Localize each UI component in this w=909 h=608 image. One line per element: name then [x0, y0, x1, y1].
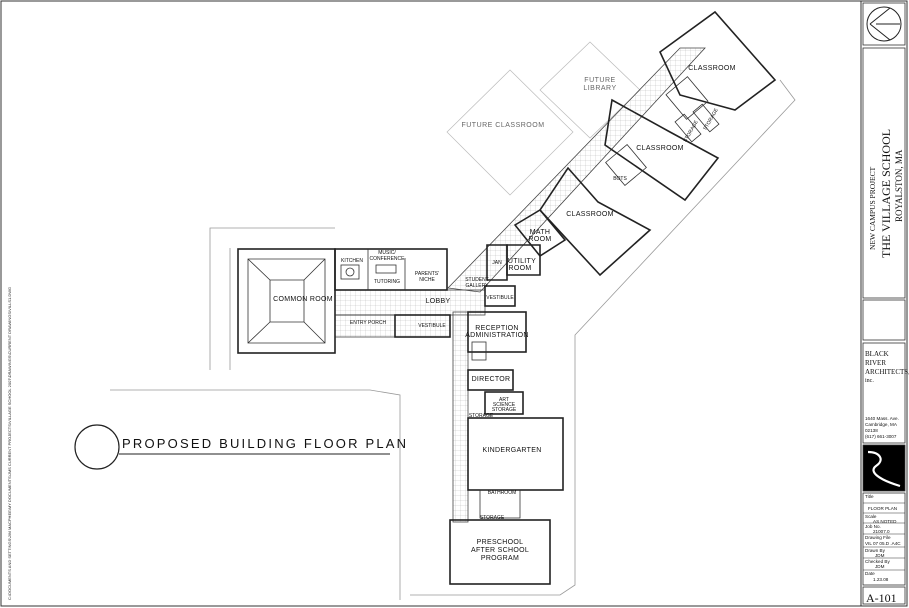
- title-field-label: Title: [865, 494, 874, 499]
- entry-area: [335, 314, 451, 338]
- firm-name-1: BLACK: [865, 350, 889, 358]
- checked-field-value: JDM: [875, 564, 885, 569]
- checked-field-label: Checked By: [865, 559, 890, 564]
- art-label-3: STORAGE: [492, 407, 517, 413]
- vestibule-2-label: VESTIBULE: [486, 295, 514, 301]
- firm-address-3: 02138: [865, 428, 878, 433]
- site-outline: [110, 79, 796, 600]
- kitchen-label: KITCHEN: [341, 258, 363, 264]
- storage-4-label: STORAGE: [480, 515, 505, 521]
- math-room-label-1: MATH: [530, 229, 551, 236]
- project-title-2: THE VILLAGE SCHOOL: [879, 129, 893, 258]
- parents-niche-label-2: NICHE: [419, 277, 435, 283]
- date-field-label: Date: [865, 571, 875, 576]
- title-bubble: [74, 424, 120, 470]
- reception-label-1: RECEPTION: [475, 325, 519, 332]
- north-arrow-icon: [866, 6, 902, 42]
- firm-address-1: 1640 Mass. Ave.: [865, 416, 899, 421]
- job-field-label: Job No.: [865, 524, 881, 529]
- file-field-value: VIL 07 05.D .A4C: [865, 541, 901, 546]
- math-room-label-2: ROOM: [529, 236, 552, 243]
- storage-3-label: STORAGE: [469, 413, 494, 419]
- scale-field-value: AS NOTED: [873, 519, 897, 524]
- utility-room-label-1: UTILITY: [508, 258, 536, 265]
- scale-field-label: Scale: [865, 514, 877, 519]
- bathroom-label: BATHROOM: [488, 490, 517, 496]
- lobby-label: LOBBY: [426, 298, 451, 305]
- future-library-label-1: FUTURE: [584, 77, 615, 84]
- art-label-2: SCIENCE: [493, 402, 516, 408]
- title-block: [860, 1, 906, 606]
- file-path-text: C:\DOCUMENTS AND SETTINGS\JIM MACPHEE\MY…: [7, 287, 12, 600]
- common-room-label: COMMON ROOM: [273, 296, 333, 303]
- drawn-field-label: Drawn By: [865, 548, 886, 553]
- classroom-3-label: CLASSROOM: [566, 211, 613, 218]
- preschool-label-2: AFTER SCHOOL: [471, 547, 529, 554]
- core-rooms: [484, 208, 567, 307]
- north-rooms: [334, 248, 448, 291]
- student-gallery-label-1: STUDENT: [465, 277, 489, 283]
- firm-name-4: inc.: [865, 378, 874, 384]
- utility-room-label-2: ROOM: [509, 265, 532, 272]
- lobby-floor: [334, 289, 486, 316]
- future-buildings: [446, 41, 641, 196]
- drawn-field-value: JDM: [875, 553, 885, 558]
- storage-1-label: STORAGE: [702, 107, 720, 132]
- art-label-1: ART: [499, 397, 509, 403]
- title-field-value: FLOOR PLAN: [868, 506, 897, 511]
- firm-address-4: (617) 661-3007: [865, 434, 897, 439]
- music-label-2: CONFERENCE: [369, 256, 405, 262]
- firm-address-2: Cambridge, MA: [865, 422, 898, 427]
- firm-name-3: ARCHITECTS,: [865, 368, 909, 376]
- reception-label-2: ADMINISTRATION: [465, 332, 529, 339]
- south-wing: [449, 311, 564, 585]
- bots-label: BOTS: [613, 176, 627, 182]
- jan-label: JAN: [492, 260, 502, 266]
- project-title-3: ROYALSTON, MA: [894, 149, 904, 222]
- drawing-title: PROPOSED BUILDING FLOOR PLAN: [122, 436, 408, 451]
- classroom-2-label: CLASSROOM: [636, 145, 683, 152]
- project-title-1: NEW CAMPUS PROJECT: [868, 166, 877, 250]
- preschool-label-1: PRESCHOOL: [477, 539, 524, 546]
- tutoring-label: TUTORING: [374, 279, 400, 285]
- student-gallery-label-2: GALLERY: [466, 283, 490, 289]
- date-field-value: 1.23.08: [873, 577, 889, 582]
- future-library-label-2: LIBRARY: [583, 85, 616, 92]
- river-logo-icon: [867, 450, 901, 488]
- preschool-label-3: PROGRAM: [481, 555, 519, 562]
- file-field-label: Drawing File: [865, 535, 891, 540]
- parents-niche-label-1: PARENTS': [415, 271, 439, 277]
- job-field-value: 21007.0: [873, 529, 890, 534]
- firm-name-2: RIVER: [865, 359, 886, 367]
- kindergarten-label: KINDERGARTEN: [482, 447, 541, 454]
- classroom-1-label: CLASSROOM: [688, 65, 735, 72]
- future-classroom-label: FUTURE CLASSROOM: [461, 122, 544, 129]
- sheet-number: A-101: [866, 591, 897, 605]
- music-label-1: MUSIC/: [378, 250, 396, 256]
- classroom-wing: [538, 10, 777, 277]
- entry-porch-label: ENTRY PORCH: [350, 320, 387, 326]
- common-room: [237, 248, 336, 354]
- director-label: DIRECTOR: [472, 376, 511, 383]
- vestibule-label: VESTIBULE: [418, 323, 446, 329]
- south-hall-floor: [452, 311, 469, 523]
